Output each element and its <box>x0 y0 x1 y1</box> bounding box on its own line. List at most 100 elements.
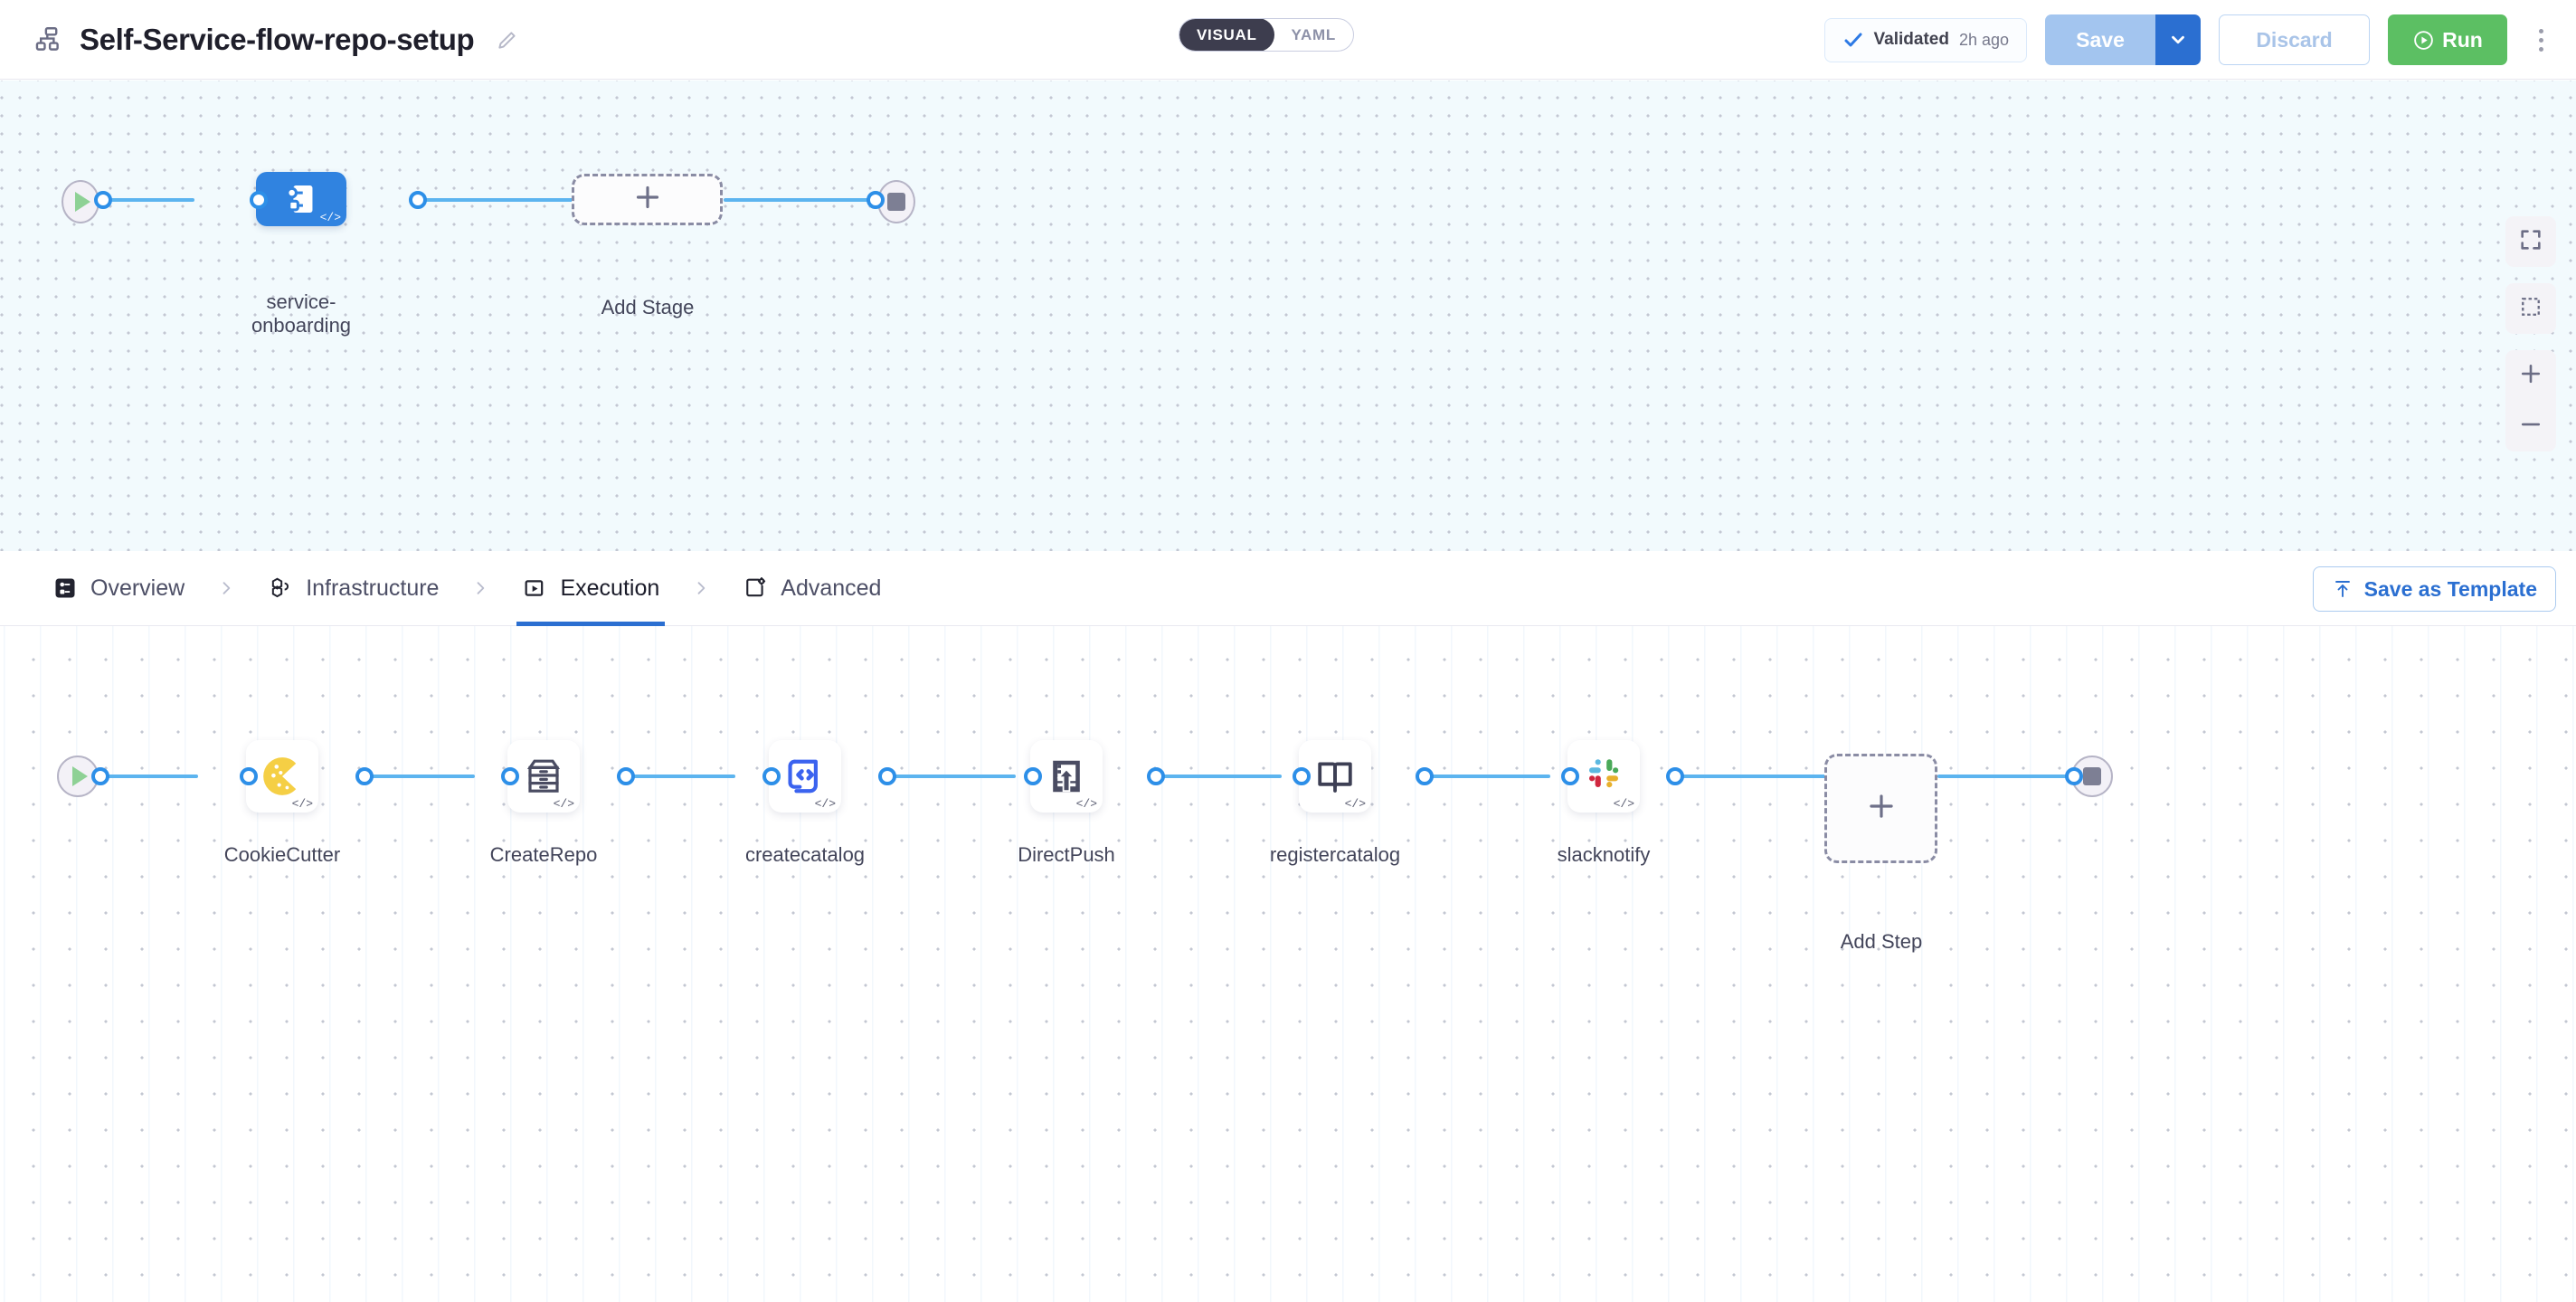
chevron-right-icon <box>223 582 231 594</box>
tab-execution-label: Execution <box>560 575 660 601</box>
validated-label: Validated <box>1873 30 1949 49</box>
discard-button[interactable]: Discard <box>2219 14 2370 65</box>
kebab-menu-icon[interactable] <box>2525 14 2556 65</box>
file-cabinet-icon <box>526 759 561 793</box>
step-code-badge: </> <box>814 797 836 811</box>
view-mode-toggle[interactable]: VISUAL YAML <box>1179 18 1354 52</box>
add-step-button[interactable] <box>1824 754 1937 863</box>
step-label-createcatalog: createcatalog <box>744 843 866 866</box>
edge-step3-to-step4 <box>884 775 1016 778</box>
step4-input-port[interactable] <box>1024 767 1042 785</box>
dashed-square-icon <box>2518 294 2543 324</box>
edge-start-to-stage <box>95 198 194 202</box>
step-node-directpush[interactable]: </> <box>1030 740 1103 813</box>
add-stage-button[interactable] <box>572 174 723 225</box>
step-label-slacknotify: slacknotify <box>1557 843 1651 866</box>
status-badge: Validated 2h ago <box>1823 17 2027 62</box>
save-button-group[interactable]: Save <box>2045 14 2201 65</box>
zoom-out-button[interactable] <box>2505 401 2556 451</box>
step-label-cookiecutter: CookieCutter <box>223 843 341 866</box>
selection-box-button[interactable] <box>2505 283 2556 334</box>
execution-play-icon <box>522 575 547 601</box>
pencil-edit-icon[interactable] <box>496 28 519 52</box>
add-step-label: Add Step <box>1840 930 1923 953</box>
step5-output-port[interactable] <box>1416 767 1434 785</box>
step-code-badge: </> <box>553 797 574 811</box>
canvas-controls <box>2505 216 2556 451</box>
stage-end-port[interactable] <box>867 191 885 209</box>
step2-output-port[interactable] <box>617 767 635 785</box>
step6-input-port[interactable] <box>1561 767 1579 785</box>
step-node-createcatalog[interactable]: </> <box>769 740 841 813</box>
tab-list: Overview Infrastructure <box>0 551 886 626</box>
step-end-port[interactable] <box>2065 767 2083 785</box>
step-node-createrepo[interactable]: </> <box>507 740 580 813</box>
step6-output-port[interactable] <box>1666 767 1684 785</box>
step1-output-port[interactable] <box>355 767 374 785</box>
step3-output-port[interactable] <box>878 767 896 785</box>
step-code-badge: </> <box>1344 797 1366 811</box>
run-button[interactable]: Run <box>2388 14 2507 65</box>
stage-start-port[interactable] <box>94 191 112 209</box>
tab-infrastructure[interactable]: Infrastructure <box>262 551 444 626</box>
open-book-icon <box>1318 762 1352 793</box>
mode-option-visual[interactable]: VISUAL <box>1179 19 1274 51</box>
tab-advanced-label: Advanced <box>781 575 882 601</box>
upload-document-icon <box>1053 760 1080 793</box>
step2-input-port[interactable] <box>501 767 519 785</box>
stage-node-input-port[interactable] <box>250 191 268 209</box>
save-button[interactable]: Save <box>2045 14 2155 65</box>
mode-option-yaml[interactable]: YAML <box>1291 25 1336 43</box>
infrastructure-hex-icon <box>268 575 293 601</box>
stop-square-icon <box>887 193 905 211</box>
step-start-port[interactable] <box>91 767 109 785</box>
validated-time: 2h ago <box>1958 30 2009 49</box>
chevron-right-icon <box>478 582 485 594</box>
section-tabbar: Overview Infrastructure <box>0 551 2576 626</box>
tab-separator <box>190 575 262 601</box>
step5-input-port[interactable] <box>1293 767 1311 785</box>
tab-separator <box>665 575 737 601</box>
tab-advanced[interactable]: Advanced <box>737 551 886 626</box>
tab-execution[interactable]: Execution <box>516 551 666 626</box>
fit-to-screen-button[interactable] <box>2505 216 2556 267</box>
step-code-badge: </> <box>1613 797 1634 811</box>
step-node-registercatalog[interactable]: </> <box>1299 740 1371 813</box>
edge-start-to-step1 <box>94 775 198 778</box>
stage-node-output-port[interactable] <box>409 191 427 209</box>
save-as-template-label: Save as Template <box>2363 576 2537 601</box>
edge-stage-to-addstage <box>416 198 574 202</box>
expand-corners-icon <box>2518 227 2543 257</box>
play-circle-icon <box>2412 29 2435 52</box>
step-label-registercatalog: registercatalog <box>1269 843 1401 866</box>
tab-overview[interactable]: Overview <box>47 551 190 626</box>
edge-step6-to-addstep <box>1672 775 1834 778</box>
header-left-group: Self-Service-flow-repo-setup <box>0 23 519 57</box>
step4-output-port[interactable] <box>1147 767 1165 785</box>
pipeline-nodes-icon <box>33 24 63 55</box>
stage-canvas[interactable]: </> service- onboarding Add Stage <box>0 81 2576 551</box>
step-node-cookiecutter[interactable]: </> <box>246 740 318 813</box>
step1-input-port[interactable] <box>240 767 258 785</box>
step-node-slacknotify[interactable]: </> <box>1567 740 1640 813</box>
edge-step1-to-step2 <box>362 775 475 778</box>
stage-code-badge: </> <box>319 211 341 224</box>
zoom-in-button[interactable] <box>2505 350 2556 401</box>
minus-icon <box>2517 411 2544 442</box>
page-title: Self-Service-flow-repo-setup <box>80 22 475 56</box>
play-triangle-icon <box>72 766 88 786</box>
edge-step2-to-step3 <box>623 775 735 778</box>
plus-icon <box>631 181 664 218</box>
tab-separator <box>444 575 516 601</box>
step3-input-port[interactable] <box>762 767 781 785</box>
chevron-down-icon <box>2168 30 2188 50</box>
stage-node-service-onboarding[interactable]: </> <box>256 172 346 226</box>
edge-addstage-to-end <box>724 198 877 202</box>
save-dropdown-button[interactable] <box>2155 14 2201 65</box>
edge-step5-to-step6 <box>1421 775 1550 778</box>
check-icon <box>1842 29 1864 51</box>
save-as-template-button[interactable]: Save as Template <box>2312 566 2556 612</box>
execution-step-canvas[interactable]: </> CookieCutter </> CreateRepo <box>0 626 2576 1302</box>
zoom-controls <box>2505 350 2556 451</box>
